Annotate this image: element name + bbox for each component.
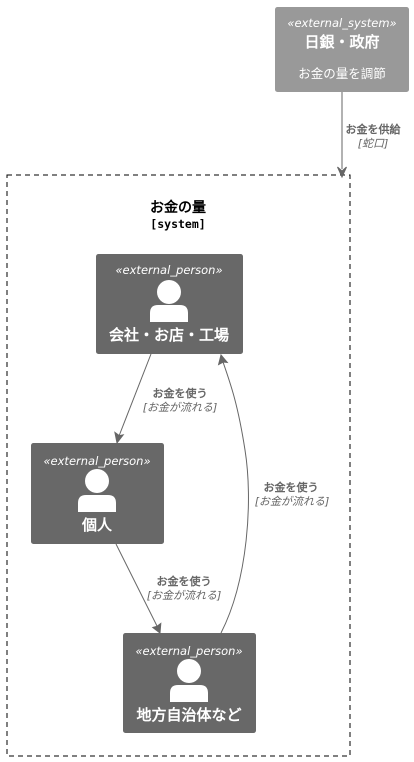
node-central-bank-stereotype: «external_system»: [287, 16, 396, 30]
edge-companies-to-individual-arrowhead: [114, 431, 125, 445]
node-local-government-name: 地方自治体など: [136, 706, 241, 724]
edge-local-to-companies-tech: [お金が流れる]: [255, 495, 330, 508]
node-local-government-stereotype: «external_person»: [135, 644, 242, 658]
edge-individual-to-local-line: [115, 543, 158, 627]
boundary-type: [system]: [150, 217, 205, 231]
node-companies-name: 会社・お店・工場: [109, 326, 229, 344]
node-central-bank-box: [275, 7, 409, 92]
edge-companies-to-individual-tech: [お金が流れる]: [143, 401, 218, 414]
edge-companies-to-individual-label: お金を使う: [153, 386, 208, 400]
node-companies-stereotype: «external_person»: [115, 263, 222, 277]
edge-local-to-companies-arrowhead: [217, 353, 229, 366]
node-individual-box: [31, 443, 164, 544]
edge-supply-label: お金を供給: [346, 122, 402, 136]
edge-supply-arrowhead: [337, 166, 347, 179]
edge-companies-to-individual-line: [118, 353, 152, 437]
person-icon: [170, 659, 208, 702]
node-individual-stereotype: «external_person»: [43, 454, 150, 468]
node-local-government[interactable]: «external_person» 地方自治体など: [123, 633, 256, 733]
boundary-frame: [6, 174, 351, 757]
node-individual[interactable]: «external_person» 個人: [31, 443, 164, 544]
edge-local-to-companies[interactable]: お金を使う [お金が流れる]: [217, 353, 330, 634]
node-central-bank[interactable]: «external_system» 日銀・政府 お金の量を調節: [275, 7, 409, 92]
node-central-bank-description: お金の量を調節: [298, 66, 386, 81]
node-companies[interactable]: «external_person» 会社・お店・工場: [96, 254, 243, 354]
node-local-government-box: [123, 633, 256, 733]
edge-companies-to-individual[interactable]: お金を使う [お金が流れる]: [114, 353, 218, 445]
edge-local-to-companies-label: お金を使う: [264, 480, 319, 494]
edge-individual-to-local-tech: [お金が流れる]: [147, 589, 222, 602]
edge-individual-to-local-label: お金を使う: [157, 574, 212, 588]
node-central-bank-name: 日銀・政府: [304, 33, 379, 51]
system-boundary: お金の量 [system]: [6, 174, 351, 757]
edge-supply-tech: [蛇口]: [358, 137, 389, 150]
edge-local-to-companies-line: [220, 361, 249, 634]
person-icon: [150, 280, 188, 322]
person-icon: [78, 469, 116, 512]
edge-individual-to-local-arrowhead: [151, 622, 162, 634]
boundary-title: お金の量: [150, 199, 206, 216]
node-individual-name: 個人: [81, 516, 113, 534]
node-companies-box: [96, 254, 243, 354]
edge-supply[interactable]: お金を供給 [蛇口]: [337, 92, 402, 179]
edge-individual-to-local[interactable]: お金を使う [お金が流れる]: [115, 543, 222, 634]
